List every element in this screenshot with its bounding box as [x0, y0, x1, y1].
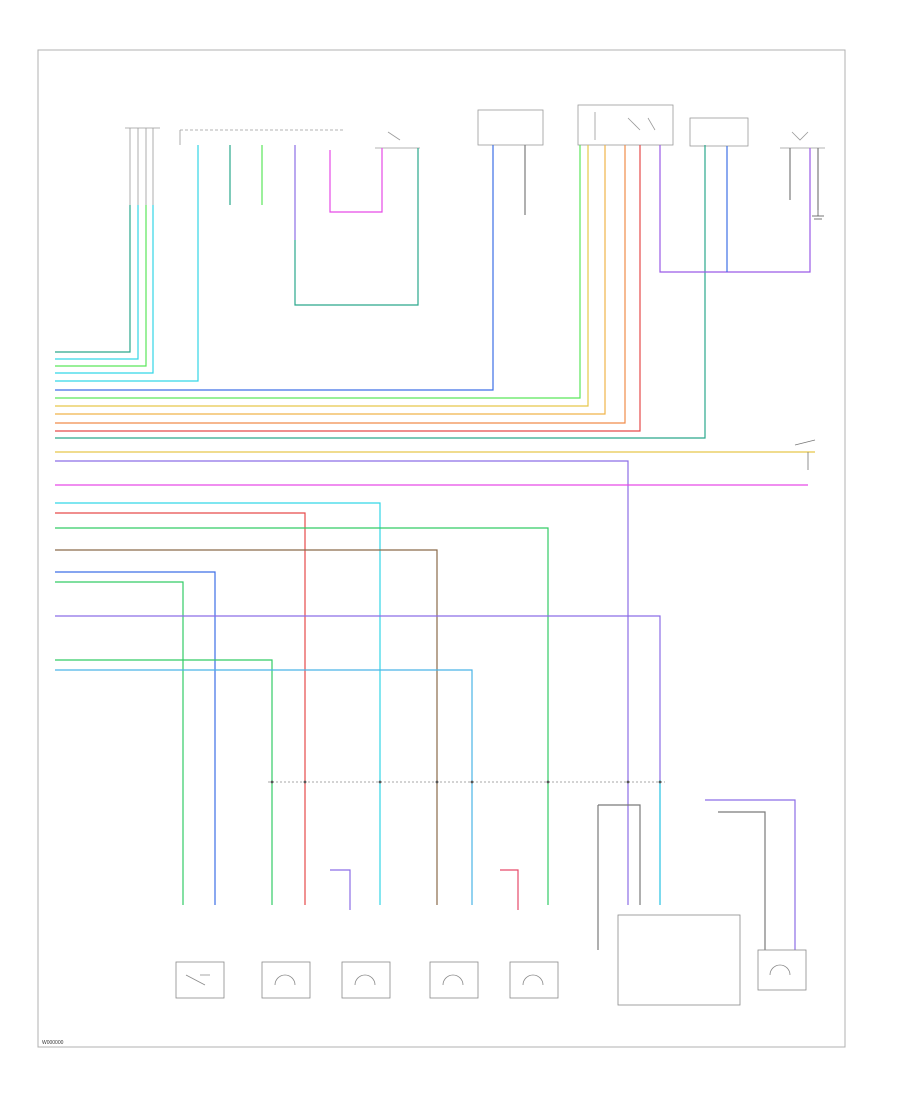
wire-18 — [55, 527, 549, 905]
wire-low-a — [330, 869, 351, 910]
bottom-components — [175, 914, 807, 1006]
wire-16 — [55, 502, 381, 905]
wire-2 — [55, 205, 139, 360]
footer-code: W000000 — [42, 1040, 64, 1046]
diagram-frame — [37, 49, 846, 1048]
wire-12 — [55, 145, 706, 439]
component-bottom-module — [617, 914, 741, 1006]
ground-symbol — [812, 210, 824, 220]
wire-23 — [55, 659, 273, 905]
wire-4 — [55, 205, 154, 374]
wire-low-d — [598, 804, 641, 905]
component-top-far-right-box — [689, 117, 749, 147]
wire-low-f — [718, 811, 766, 950]
wire-20 — [55, 571, 216, 905]
component-left-door-module — [179, 129, 345, 145]
wire-8 — [55, 145, 589, 407]
component-bottom-4 — [429, 961, 479, 999]
wire-17 — [55, 512, 306, 905]
wire-3 — [55, 205, 147, 367]
component-top-center-box — [477, 109, 544, 146]
component-top-right-box — [577, 104, 674, 146]
wire-top-g — [659, 145, 811, 273]
wire-low-b — [500, 869, 519, 910]
wire-7 — [55, 145, 581, 399]
wire-14 — [55, 460, 629, 905]
wire-22 — [55, 615, 661, 905]
switch-symbol — [794, 439, 816, 470]
wire-21 — [55, 581, 184, 905]
component-bottom-7 — [757, 949, 807, 991]
wire-top-d — [294, 148, 419, 306]
wire-10 — [55, 145, 626, 424]
wire-top-e — [329, 148, 383, 213]
wire-24 — [55, 669, 473, 905]
component-left-sensor — [125, 127, 160, 205]
wire-5 — [55, 145, 199, 382]
wire-1 — [55, 205, 131, 353]
component-top-center-left — [375, 131, 420, 149]
wire-6 — [55, 145, 494, 391]
component-bottom-5 — [509, 961, 559, 999]
component-bottom-1 — [175, 961, 225, 999]
top-components — [125, 104, 825, 205]
splice-dots — [270, 780, 662, 784]
wire-9 — [55, 145, 606, 415]
wire-low-e — [705, 799, 796, 950]
component-bottom-3 — [341, 961, 391, 999]
wire-11 — [55, 145, 641, 432]
component-top-sensor-right — [780, 131, 825, 149]
component-bottom-2 — [261, 961, 311, 999]
wires — [55, 145, 819, 950]
wire-19 — [55, 549, 438, 905]
